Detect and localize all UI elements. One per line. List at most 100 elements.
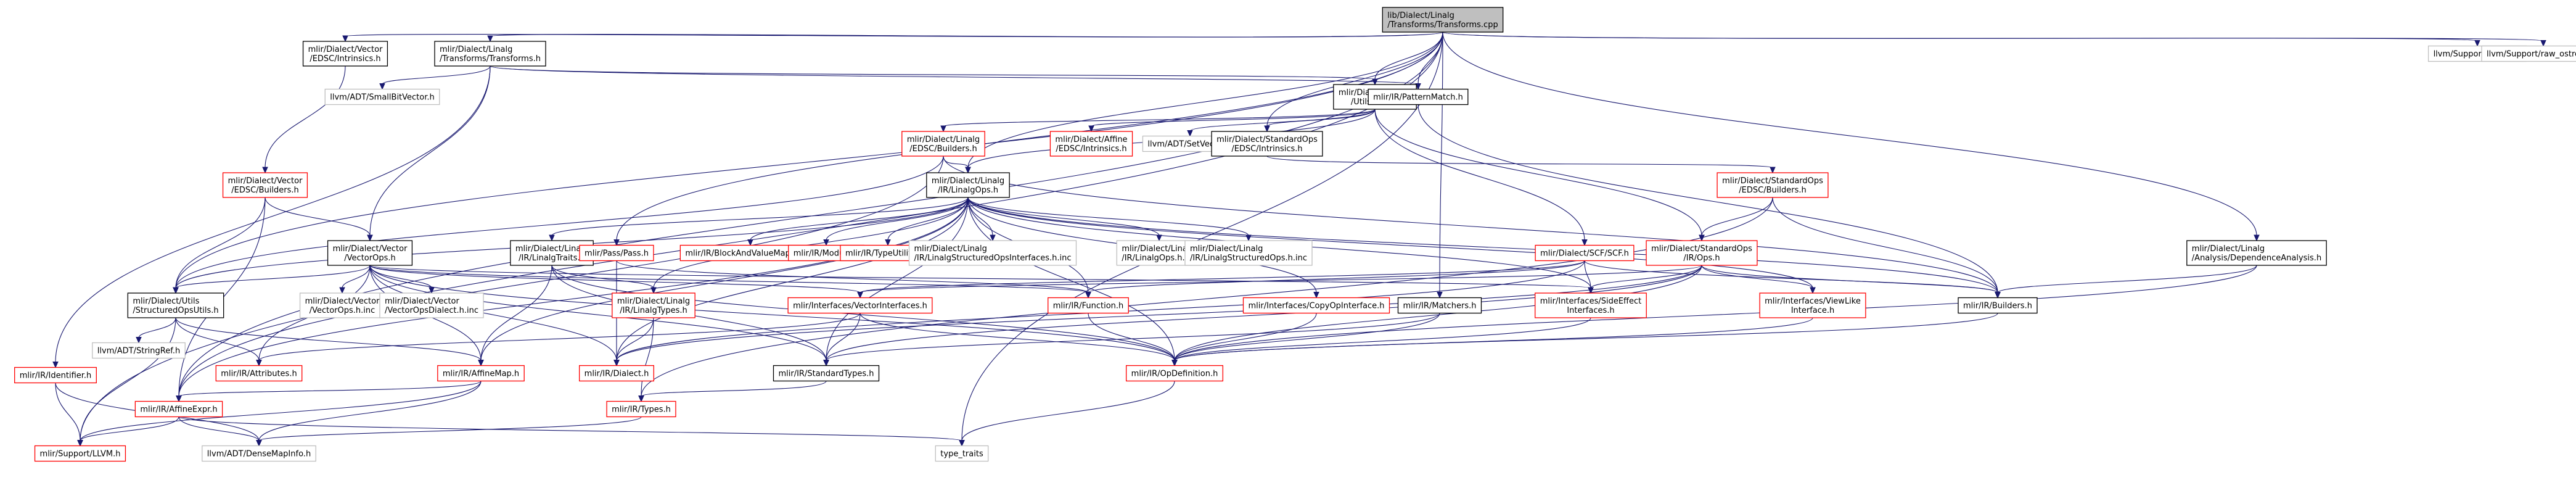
- node-box: [14, 366, 97, 384]
- edge-lin-utils-to-std-ops: [1374, 109, 1705, 242]
- edge-scf-to-builders: [1584, 260, 2001, 299]
- edge-vec-edsc-intr-to-vec-edsc-builders: [262, 65, 346, 174]
- node-label: /Transforms/Transforms.cpp: [1387, 20, 1498, 30]
- node-pattern-match[interactable]: mlir/IR/PatternMatch.h: [1368, 88, 1469, 106]
- edge-lin-types-to-dialect: [613, 317, 654, 366]
- node-label: /IR/LinalgTypes.h: [620, 306, 687, 315]
- node-lin-edsc-builders[interactable]: mlir/Dialect/Linalg/EDSC/Builders.h: [901, 131, 985, 157]
- node-lin-traits[interactable]: mlir/Dialect/Linalg/IR/LinalgTraits.h: [510, 240, 594, 266]
- node-label: mlir/IR/Function.h: [1053, 302, 1124, 311]
- edge-lin-ops-to-lin-ops-inc: [967, 197, 1162, 242]
- node-type-traits: type_traits: [935, 445, 989, 462]
- node-root[interactable]: lib/Dialect/Linalg/Transforms/Transforms…: [1382, 7, 1504, 33]
- node-box: [579, 365, 654, 382]
- node-box: [787, 297, 933, 314]
- node-struct-ops-utils[interactable]: mlir/Dialect/Utils/StructuredOpsUtils.h: [127, 292, 224, 318]
- node-box: [606, 400, 676, 418]
- node-label: mlir/Dialect/StandardOps: [1722, 176, 1823, 186]
- node-label: mlir/IR/Identifier.h: [20, 371, 92, 381]
- edge-identifier-to-support-llvm: [55, 383, 83, 447]
- node-std-edsc-intr[interactable]: mlir/Dialect/StandardOps/EDSC/Intrinsics…: [1211, 131, 1323, 157]
- node-vec-edsc-builders[interactable]: mlir/Dialect/Vector/EDSC/Builders.h: [222, 172, 308, 198]
- node-identifier[interactable]: mlir/IR/Identifier.h: [14, 366, 97, 384]
- node-string-ref: llvm/ADT/StringRef.h: [92, 342, 186, 359]
- node-vector-interfaces[interactable]: mlir/Interfaces/VectorInterfaces.h: [787, 297, 933, 314]
- node-label: mlir/IR/OpDefinition.h: [1131, 370, 1218, 379]
- node-matchers[interactable]: mlir/IR/Matchers.h: [1397, 297, 1482, 314]
- edge-lin-transforms-to-identifier: [52, 65, 491, 368]
- edge-affine-map-to-affine-expr: [176, 381, 482, 402]
- node-lin-transforms[interactable]: mlir/Dialect/Linalg/Transforms/Transform…: [434, 41, 546, 67]
- node-box: [222, 172, 308, 198]
- node-std-ops[interactable]: mlir/Dialect/StandardOps/IR/Ops.h: [1646, 240, 1758, 266]
- node-label: mlir/Dialect/Vector: [305, 297, 380, 306]
- node-support-llvm[interactable]: mlir/Support/LLVM.h: [34, 445, 126, 462]
- node-copy-op-iface[interactable]: mlir/Interfaces/CopyOpInterface.h: [1242, 297, 1390, 314]
- node-dialect[interactable]: mlir/IR/Dialect.h: [579, 365, 654, 382]
- node-label: mlir/Dialect/Linalg: [932, 176, 1004, 186]
- edge-lin-edsc-builders-to-builders: [943, 155, 2001, 299]
- node-label: type_traits: [940, 450, 983, 459]
- edge-struct-ops-utils-to-string-ref: [136, 317, 176, 344]
- edge-root-to-lin-dep-analysis: [1442, 31, 2260, 242]
- edge-vector-interfaces-to-standard-types: [823, 313, 861, 366]
- node-lin-ops[interactable]: mlir/Dialect/Linalg/IR/LinalgOps.h: [926, 172, 1010, 198]
- node-box: [379, 292, 484, 318]
- edge-op-definition-to-type-traits: [959, 381, 1175, 447]
- node-label: mlir/Dialect/Linalg: [1122, 244, 1194, 254]
- node-box: [434, 41, 546, 67]
- node-types[interactable]: mlir/IR/Types.h: [606, 400, 676, 418]
- node-label: /EDSC/Intrinsics.h: [310, 54, 380, 64]
- node-lin-dep-analysis[interactable]: mlir/Dialect/Linalg/Analysis/DependenceA…: [2186, 240, 2327, 266]
- node-standard-types[interactable]: mlir/IR/StandardTypes.h: [773, 365, 880, 382]
- node-label: llvm/ADT/StringRef.h: [97, 347, 180, 356]
- node-box: [202, 445, 316, 462]
- edge-lin-utils-to-scf: [1374, 109, 1588, 246]
- node-vec-dialect-inc: mlir/Dialect/Vector/VectorOpsDialect.h.i…: [379, 292, 484, 318]
- edge-vec-edsc-builders-to-struct-ops-utils: [173, 197, 266, 294]
- node-label: /IR/LinalgOps.h: [938, 186, 998, 195]
- node-affine-map[interactable]: mlir/IR/AffineMap.h: [437, 365, 525, 382]
- edge-vector-interfaces-to-attributes: [256, 313, 861, 366]
- node-box: [324, 88, 440, 106]
- node-vec-edsc-intr[interactable]: mlir/Dialect/Vector/EDSC/Intrinsics.h: [302, 41, 388, 67]
- node-scf[interactable]: mlir/Dialect/SCF/SCF.h: [1535, 244, 1635, 262]
- node-affine-expr[interactable]: mlir/IR/AffineExpr.h: [134, 400, 223, 418]
- node-op-definition[interactable]: mlir/IR/OpDefinition.h: [1126, 365, 1223, 382]
- node-builders[interactable]: mlir/IR/Builders.h: [1958, 297, 2038, 314]
- edge-root-to-support-llvm: [77, 31, 1443, 447]
- edge-std-ops-to-builders: [1701, 265, 2001, 299]
- node-label: /EDSC/Intrinsics.h: [1231, 144, 1302, 154]
- node-pass[interactable]: mlir/Pass/Pass.h: [579, 244, 654, 262]
- node-box: [773, 365, 880, 382]
- node-attributes[interactable]: mlir/IR/Attributes.h: [215, 365, 303, 382]
- node-label: /EDSC/Builders.h: [1739, 186, 1806, 195]
- node-box: [1397, 297, 1482, 314]
- node-lin-types[interactable]: mlir/Dialect/Linalg/IR/LinalgTypes.h: [612, 292, 695, 318]
- node-affine-edsc-intr[interactable]: mlir/Dialect/Affine/EDSC/Intrinsics.h: [1049, 131, 1133, 157]
- edge-pattern-match-to-builders: [1417, 104, 2001, 299]
- edge-side-effect-to-op-definition: [1171, 317, 1591, 366]
- edge-matchers-to-standard-types: [823, 313, 1440, 366]
- node-label: mlir/Dialect/Affine: [1055, 135, 1127, 144]
- node-box: [437, 365, 525, 382]
- node-label: mlir/Dialect/StandardOps: [1216, 135, 1318, 144]
- node-std-edsc-builders[interactable]: mlir/Dialect/StandardOps/EDSC/Builders.h: [1717, 172, 1829, 198]
- node-box: [2481, 45, 2576, 62]
- node-box: [302, 41, 388, 67]
- edge-root-to-pattern-match: [1415, 31, 1443, 90]
- node-box: [510, 240, 594, 266]
- node-box: [1958, 297, 2038, 314]
- node-label: /IR/Ops.h: [1683, 254, 1720, 263]
- node-lin-struct-ops-inc: mlir/Dialect/Linalg/IR/LinalgStructuredO…: [1184, 240, 1313, 266]
- node-label: mlir/Interfaces/VectorInterfaces.h: [793, 302, 927, 311]
- node-vec-ops[interactable]: mlir/Dialect/Vector/VectorOps.h: [327, 240, 413, 266]
- node-label: mlir/Dialect/Vector: [333, 244, 408, 254]
- node-label: /StructuredOpsUtils.h: [133, 306, 218, 315]
- edge-matchers-to-op-definition: [1171, 313, 1440, 366]
- node-label: /IR/LinalgTraits.h: [519, 254, 585, 263]
- node-function[interactable]: mlir/IR/Function.h: [1048, 297, 1129, 314]
- edge-lin-dep-analysis-to-builders: [1995, 265, 2257, 299]
